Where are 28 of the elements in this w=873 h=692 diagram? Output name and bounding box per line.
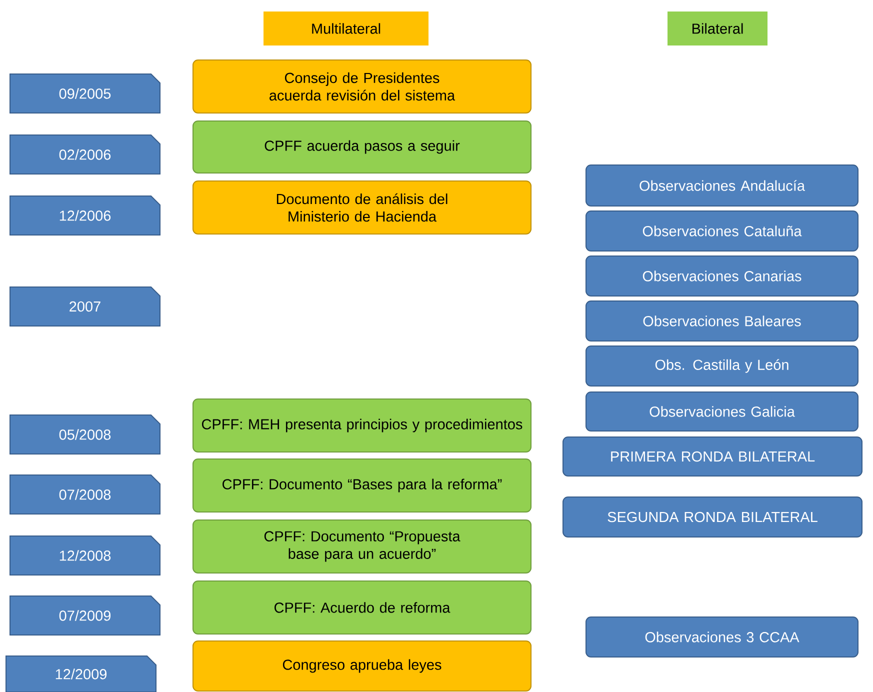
bilateral-box: Obs. Castilla y León bbox=[586, 346, 858, 386]
bilateral-box: Observaciones Baleares bbox=[586, 300, 858, 342]
bilateral-box: Observaciones Canarias bbox=[586, 256, 858, 296]
event-box: Consejo de Presidentes acuerda revisión del sistema bbox=[192, 60, 532, 114]
event-box: CPFF: Documento “Bases para la reforma” bbox=[192, 458, 532, 512]
event-box: CPFF: Acuerdo de reforma bbox=[192, 580, 532, 634]
date-tag: 12/2008 bbox=[10, 536, 160, 576]
date-tag: 07/2009 bbox=[10, 596, 160, 636]
bilateral-box: SEGUNDA RONDA BILATERAL bbox=[562, 496, 862, 538]
date-tag: 2007 bbox=[10, 286, 160, 326]
date-tag: 02/2006 bbox=[10, 134, 160, 174]
event-box: Congreso aprueba leyes bbox=[192, 640, 532, 692]
date-tag: 12/2006 bbox=[10, 196, 160, 236]
event-box: CPFF: Documento “Propuesta base para un acuerdo” bbox=[192, 520, 532, 574]
event-box: CPFF: MEH presenta principios y procedimientos bbox=[192, 398, 532, 452]
date-tag: 05/2008 bbox=[10, 414, 160, 454]
date-tag: 12/2009 bbox=[6, 656, 156, 692]
bilateral-box: Observaciones Cataluña bbox=[586, 210, 858, 252]
event-box: Documento de análisis del Ministerio de Hacienda bbox=[192, 180, 532, 234]
header-label: Multilateral bbox=[264, 12, 428, 46]
bilateral-box: Observaciones 3 CCAA bbox=[586, 616, 858, 658]
header-label: Bilateral bbox=[668, 12, 768, 46]
date-tag: 07/2008 bbox=[10, 474, 160, 514]
bilateral-box: PRIMERA RONDA BILATERAL bbox=[562, 436, 862, 476]
bilateral-box: Observaciones Galicia bbox=[586, 392, 858, 432]
bilateral-box: Observaciones Andalucía bbox=[586, 164, 858, 206]
event-box: CPFF acuerda pasos a seguir bbox=[192, 120, 532, 174]
date-tag: 09/2005 bbox=[10, 74, 160, 114]
